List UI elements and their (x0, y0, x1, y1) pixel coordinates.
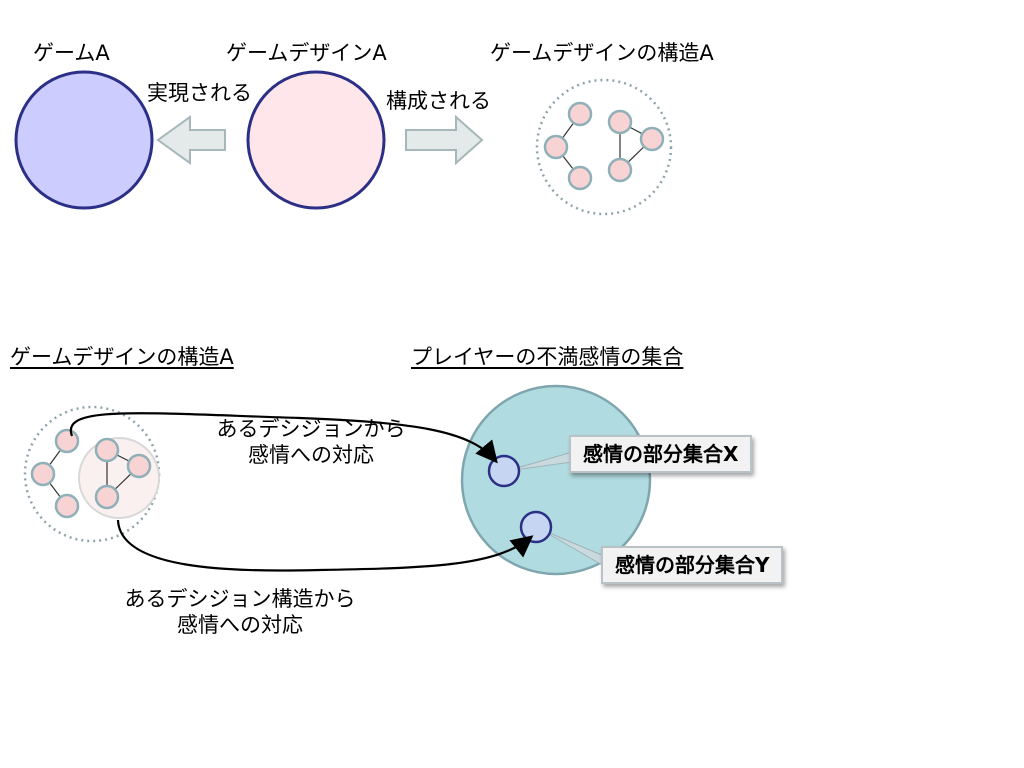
game-a-circle (14, 70, 154, 210)
subset-x-callout: 感情の部分集合X (569, 435, 753, 473)
graph-node (639, 126, 665, 152)
upper-arrow-label-line-2: 感情への対応 (248, 443, 374, 467)
graph-node (607, 157, 633, 183)
composed-arrow (405, 114, 484, 166)
subset-x-circle (487, 454, 521, 488)
graph-node (543, 134, 569, 160)
composed-label: 構成される (386, 89, 491, 113)
lower-arrow-label-line-2: 感情への対応 (177, 613, 303, 637)
upper-arrow-label: あるデシジョンから 感情への対応 (200, 416, 422, 468)
emotion-set-circle (460, 384, 652, 576)
graph-node (54, 428, 80, 454)
structure-mapping-arrow (116, 519, 534, 572)
realized-label: 実現される (147, 81, 252, 105)
upper-arrow-label-line-1: あるデシジョンから (216, 417, 406, 441)
graph-node (30, 461, 56, 487)
graph-node (54, 493, 80, 519)
realized-arrow (156, 115, 226, 165)
graph-node (567, 101, 593, 127)
structure-a-boundary (535, 78, 673, 216)
game-design-a-circle (246, 70, 386, 210)
structure-heading: ゲームデザインの構造A (10, 345, 234, 369)
structure-a-nodes (543, 101, 665, 191)
lower-arrow-label-line-1: あるデシジョン構造から (124, 587, 356, 611)
emotion-set-heading: プレイヤーの不満感情の集合 (411, 345, 684, 369)
game-design-a-label: ゲームデザインA (226, 41, 387, 65)
structure-a-graph (555, 113, 653, 179)
graph-node (607, 109, 633, 135)
decision-mapping-arrow (69, 412, 498, 464)
game-design-structure-a-label: ゲームデザインの構造A (490, 41, 714, 65)
graph-node (94, 437, 120, 463)
graph-node (567, 165, 593, 191)
graph-node (126, 453, 152, 479)
subset-y-callout: 感情の部分集合Y (601, 546, 784, 584)
graph-node (94, 484, 120, 510)
subset-y-circle (519, 510, 553, 544)
bottom-structure-nodes (30, 428, 152, 519)
game-a-label: ゲームA (33, 41, 110, 65)
lower-arrow-label: あるデシジョン構造から 感情への対応 (100, 586, 380, 638)
